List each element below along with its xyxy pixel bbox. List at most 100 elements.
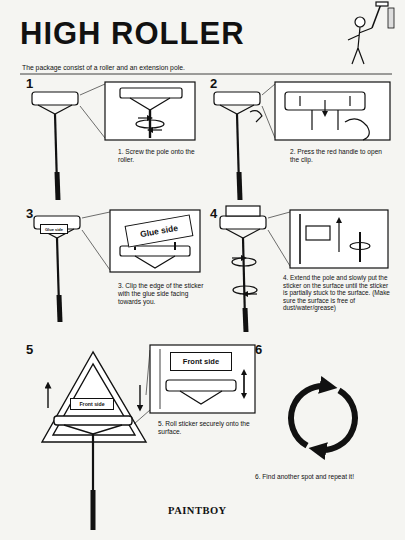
road-sign-with-roller [146, 350, 150, 395]
worker-figure [355, 17, 365, 27]
worker-figure [372, 4, 381, 28]
step-caption: 3. Clip the edge of the sticker with the… [118, 282, 204, 305]
detail-inset [275, 82, 390, 140]
roller-on-pole [226, 206, 260, 216]
road-sign-with-roller [42, 350, 150, 530]
detail-inset [150, 345, 255, 413]
step-number: 2 [210, 76, 217, 91]
roller-on-pole [57, 238, 59, 305]
sticker-text: Front side [183, 357, 219, 366]
intro-note: The package consist of a roller and an e… [22, 64, 352, 72]
roller-on-pole [233, 286, 257, 294]
detail-inset [299, 214, 301, 264]
step-number: 6 [255, 342, 262, 357]
road-sign-with-roller [47, 385, 48, 408]
roller-on-pole [245, 293, 257, 294]
roller-on-pole [82, 230, 110, 270]
roller-on-pole [232, 257, 244, 258]
detail-inset [349, 96, 350, 106]
worker-figure [348, 27, 372, 64]
repeat-cycle-arrows [291, 386, 329, 446]
sticker-text: Front side [79, 401, 104, 407]
road-sign-with-roller [91, 490, 96, 530]
detail-inset [324, 100, 325, 114]
sticker-text: Glue side [45, 227, 63, 232]
roller-on-pole [80, 84, 105, 95]
detail-inset [120, 88, 182, 98]
detail-inset [299, 96, 300, 106]
road-sign-with-roller [139, 385, 140, 408]
detail-inset [306, 226, 330, 240]
header-rule [20, 74, 392, 75]
roller-on-pole [226, 229, 260, 238]
roller-on-pole [38, 105, 72, 114]
detail-inset [150, 129, 162, 130]
detail-inset [290, 210, 388, 268]
road-sign-with-roller [42, 352, 146, 442]
step-caption: 6. Find another spot and repeat it! [255, 473, 400, 481]
roller-on-pole [57, 172, 58, 200]
detail-inset [150, 345, 255, 413]
roller-on-pole [262, 84, 275, 95]
roller-on-pole [80, 106, 105, 138]
roller-on-pole [232, 258, 256, 266]
detail-inset [105, 82, 195, 140]
step-number: 4 [210, 206, 217, 221]
roller-on-pole [268, 230, 290, 266]
roller-on-pole [82, 212, 110, 218]
roller-on-pole [34, 212, 110, 322]
road-sign-with-roller [134, 410, 150, 424]
step-caption: 4. Extend the pole and slowly put the st… [283, 274, 393, 312]
roller-on-pole [250, 111, 262, 122]
detail-inset [359, 232, 361, 262]
roller-on-pole [245, 308, 246, 332]
roller-on-pole [239, 172, 240, 200]
detail-inset [290, 210, 388, 268]
worker-figure [348, 2, 394, 64]
sheet-title: HIGH ROLLER [20, 16, 245, 53]
brand-name: PAINTBOY [168, 505, 227, 517]
header-rule [20, 74, 392, 75]
road-sign-with-roller [54, 416, 132, 425]
detail-inset [166, 380, 236, 391]
roller-on-pole [262, 106, 275, 138]
step-caption: 5. Roll sticker securely onto the surfac… [158, 420, 252, 436]
sticker-text: Glue side [139, 223, 178, 239]
worker-figure [388, 8, 394, 28]
detail-inset [160, 349, 161, 409]
roller-on-pole [243, 238, 245, 320]
detail-inset [135, 256, 175, 268]
roller-on-pole [32, 92, 78, 105]
repeat-cycle-arrows [291, 386, 355, 450]
road-sign-with-roller [53, 364, 135, 435]
detail-inset [149, 110, 151, 138]
step-number: 5 [26, 342, 33, 357]
detail-inset [110, 210, 200, 272]
sticker-tag: Front side [170, 352, 232, 371]
road-sign-with-roller [64, 425, 122, 434]
detail-inset [120, 246, 190, 256]
step-number: 3 [26, 206, 33, 221]
roller-on-pole [32, 84, 105, 200]
detail-inset [345, 119, 369, 140]
detail-inset [105, 82, 195, 140]
detail-inset [243, 372, 244, 396]
roller-on-pole [220, 105, 254, 114]
detail-inset [338, 220, 339, 252]
worker-figure [376, 2, 388, 6]
step-caption: 2. Press the red handle to open the clip… [290, 148, 392, 164]
detail-inset [136, 120, 164, 128]
detail-inset [180, 391, 222, 404]
roller-on-pole [59, 295, 60, 322]
detail-inset [110, 210, 200, 272]
step-caption: 1. Screw the pole onto the roller. [118, 148, 202, 164]
sticker-tag: Glue side [40, 224, 68, 234]
roller-on-pole [214, 92, 260, 105]
detail-inset [138, 117, 150, 118]
detail-inset [275, 82, 390, 140]
detail-inset [174, 242, 176, 250]
step-number: 1 [26, 76, 33, 91]
roller-on-pole [220, 206, 290, 332]
